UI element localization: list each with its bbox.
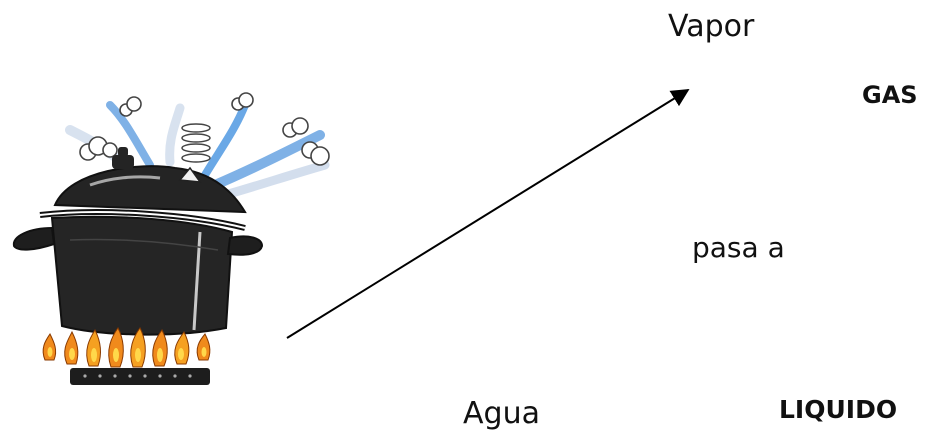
transition-label: pasa a — [692, 231, 785, 264]
steam-icon — [65, 92, 330, 200]
pot-icon — [12, 147, 264, 336]
gas-label: GAS — [862, 81, 918, 109]
liquid-label: LIQUIDO — [779, 395, 898, 424]
gas-burner-icon — [42, 327, 211, 385]
water-label: Agua — [463, 396, 540, 431]
vapor-label: Vapor — [668, 9, 755, 44]
transition-arrow — [286, 89, 690, 339]
